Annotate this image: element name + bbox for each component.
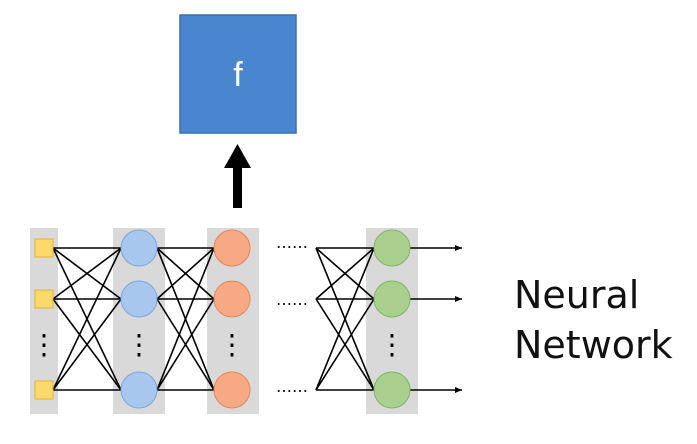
- gap-ellipsis-bottom: ……: [276, 377, 308, 396]
- gap-ellipsis-top: ……: [276, 233, 308, 252]
- input-layer-ellipsis: ⋮: [30, 328, 58, 361]
- up-arrow-icon: [224, 144, 251, 208]
- output-node: [373, 280, 411, 318]
- hidden-1-layer-ellipsis: ⋮: [125, 328, 153, 361]
- output-node: [373, 371, 411, 409]
- connection-line: [52, 298, 122, 391]
- hidden-2-node: [213, 280, 251, 318]
- function-box: [179, 14, 297, 134]
- hidden-2-node: [213, 229, 251, 267]
- hidden-1-node: [120, 280, 158, 318]
- input-node: [34, 238, 54, 258]
- connection-line: [156, 247, 215, 300]
- gap-ellipsis-middle: ……: [276, 290, 308, 309]
- caption-line-1: Neural: [514, 273, 640, 317]
- input-node: [34, 289, 54, 309]
- connection-line: [315, 247, 375, 300]
- hidden-2-node: [213, 371, 251, 409]
- hidden-1-node: [120, 229, 158, 267]
- output-node: [373, 229, 411, 267]
- hidden-1-node: [120, 371, 158, 409]
- connection-line: [52, 247, 122, 391]
- function-label: f: [233, 56, 243, 94]
- input-node: [34, 380, 54, 400]
- caption-line-2: Network: [514, 323, 673, 367]
- connection-line: [156, 247, 215, 391]
- connection-line: [315, 247, 375, 391]
- connection-line: [315, 298, 375, 391]
- hidden-2-layer-ellipsis: ⋮: [218, 328, 246, 361]
- connection-line: [156, 298, 215, 391]
- caption: Neural Network: [514, 270, 673, 370]
- connection-line: [52, 247, 122, 300]
- output-layer-ellipsis: ⋮: [378, 328, 406, 361]
